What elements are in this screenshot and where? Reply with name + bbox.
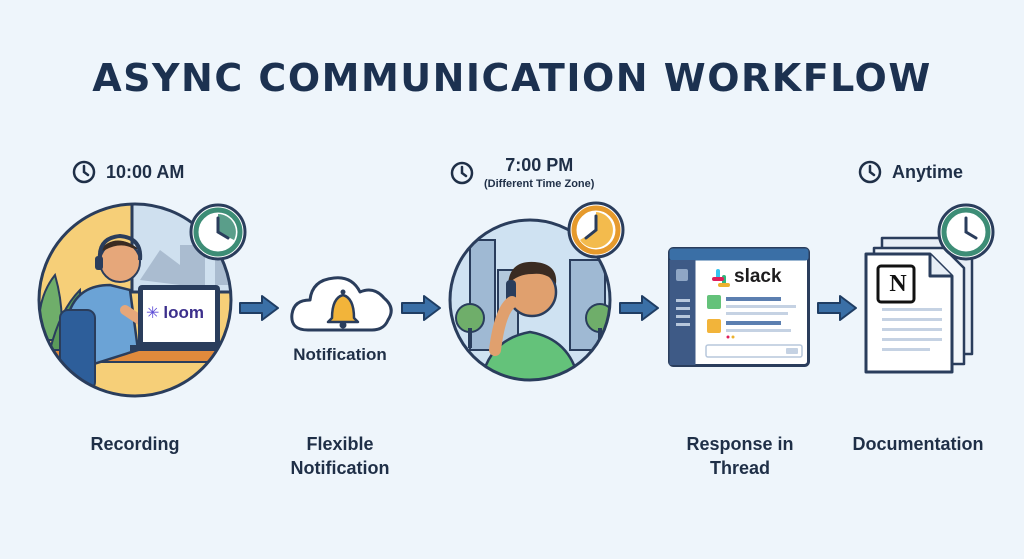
clock-icon <box>72 160 96 184</box>
time-label-1: 10:00 AM <box>72 160 184 184</box>
time-label-3: Anytime <box>858 160 963 184</box>
time-value: 10:00 AM <box>106 161 185 182</box>
clock-icon <box>450 161 474 185</box>
loom-star-icon: ✳ <box>146 305 160 322</box>
recording-illustration <box>37 202 247 398</box>
arrow-right-icon <box>401 295 441 321</box>
loom-logo: ✳ loom <box>146 303 205 322</box>
step-label-recording: Recording <box>90 434 180 454</box>
clock-icon <box>858 160 882 184</box>
slack-logo-icon <box>712 269 730 287</box>
cloud-icon <box>290 276 393 332</box>
clock-icon <box>567 201 625 259</box>
slack-window <box>668 247 810 367</box>
slack-wordmark: slack <box>734 266 782 287</box>
phone-call-illustration <box>448 201 625 382</box>
time-label-2: 7:00 PM (Different Time Zone) <box>450 155 594 190</box>
time-value: 7:00 PM <box>505 155 574 175</box>
clock-icon <box>189 203 247 261</box>
step-label-response: Response in Thread <box>686 434 794 478</box>
arrow-right-icon <box>619 295 659 321</box>
notification-caption: Notification <box>293 345 387 364</box>
time-zone-note: (Different Time Zone) <box>484 178 595 190</box>
time-value: Anytime <box>892 161 964 182</box>
step-label-documentation: Documentation <box>852 434 984 454</box>
step-label-flexible-notification: Flexible Notification <box>290 434 390 478</box>
notion-logo: N <box>889 271 907 297</box>
diagram-title: ASYNC COMMUNICATION WORKFLOW <box>92 56 932 100</box>
bell-icon <box>326 289 360 329</box>
arrow-right-icon <box>239 295 279 321</box>
clock-icon <box>937 203 995 261</box>
arrow-right-icon <box>817 295 857 321</box>
document-icon <box>864 203 995 374</box>
